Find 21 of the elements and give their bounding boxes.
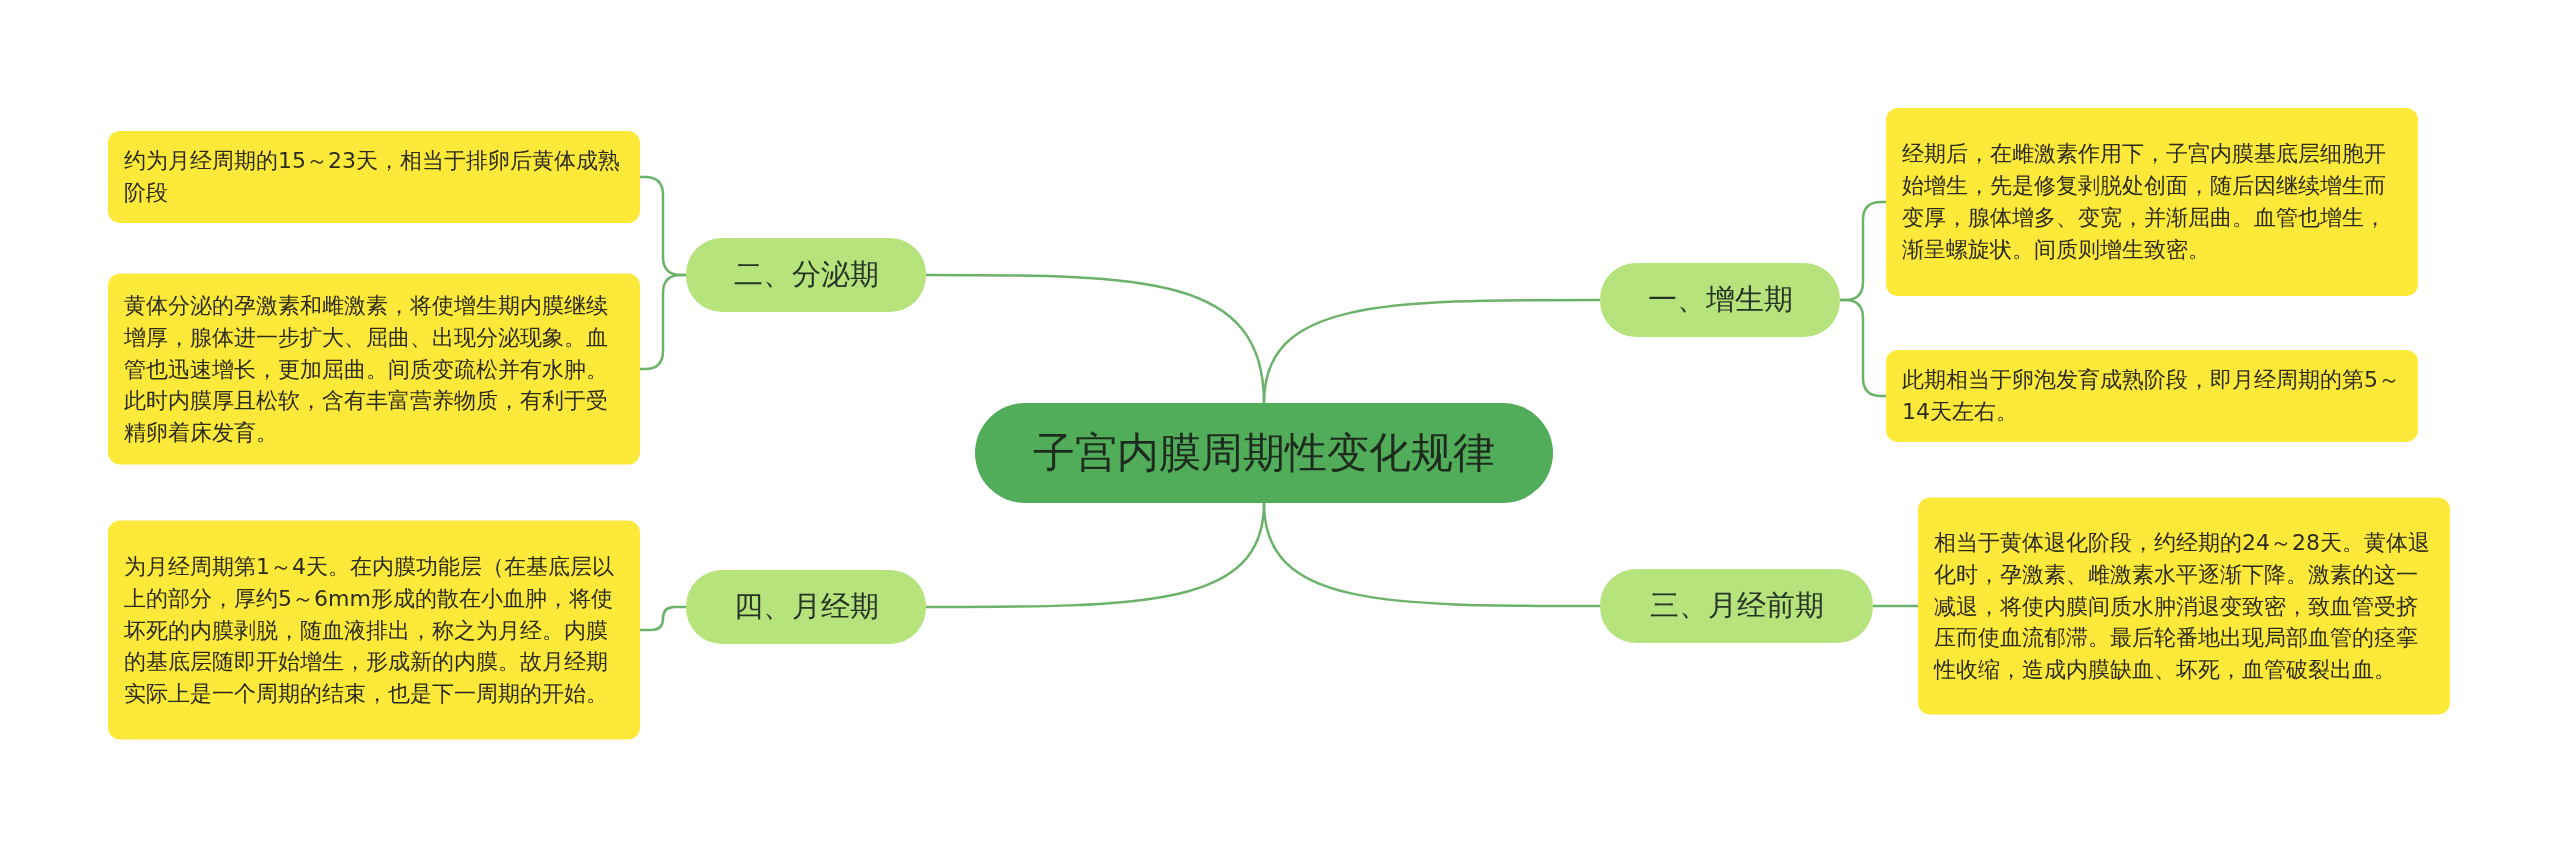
note-card	[1918, 497, 2450, 715]
node-text: 子宫内膜周期性变化规律	[1033, 427, 1495, 479]
note-card	[108, 520, 640, 740]
connector-line	[640, 605, 686, 632]
node-text: 相当于黄体退化阶段，约经期的24～28天。黄体退化时，孕激素、雌激素水平逐渐下降。激素的这一减退，将使内膜间质水肿消退变致密，致血管受挤压而使血流郁滞。最后轮番地出现局部血管的痉挛性收缩，造成内膜缺血、坏死，血管破裂出血。	[1934, 528, 2431, 684]
node-text: 一、增生期	[1647, 281, 1793, 318]
note-card	[108, 273, 640, 465]
node-text: 二、分泌期	[733, 256, 879, 293]
note-card	[108, 131, 640, 223]
node-text: 四、月经期	[733, 588, 879, 625]
node-text: 黄体分泌的孕激素和雌激素，将使增生期内膜继续增厚，腺体进一步扩大、屈曲、出现分泌现象。血管也迅速增长，更加屈曲。间质变疏松并有水肿。此时内膜厚且松软，含有丰富营养物质，有利于受精卵着床发育。	[124, 291, 609, 447]
connector-line	[1873, 604, 1918, 608]
node-text: 经期后，在雌激素作用下，子宫内膜基底层细胞开始增生，先是修复剥脱处创面，随后因继续增生而变厚，腺体增多、变宽，并渐屈曲。血管也增生，渐呈螺旋状。间质则增生致密。	[1902, 140, 2387, 264]
connector-line	[926, 273, 1266, 404]
note-card	[1886, 350, 2418, 442]
node-text: 三、月经前期	[1649, 587, 1824, 624]
node-text: 此期相当于卵泡发育成熟阶段，即月经周期的第5～14天左右。	[1902, 366, 2401, 426]
connector-line	[926, 502, 1266, 609]
node-text: 约为月经周期的15～23天，相当于排卵后黄体成熟阶段	[124, 147, 621, 207]
note-card	[1886, 108, 2418, 296]
node-text: 为月经周期第1～4天。在内膜功能层（在基底层以上的部分，厚约5～6mm形成的散在小血肿，将使坏死的内膜剥脱，随血液排出，称之为月经。内膜的基底层随即开始增生，形成新的内膜。故月经期实际上是一个周期的结束，也是下一周期的开始。	[124, 552, 615, 708]
